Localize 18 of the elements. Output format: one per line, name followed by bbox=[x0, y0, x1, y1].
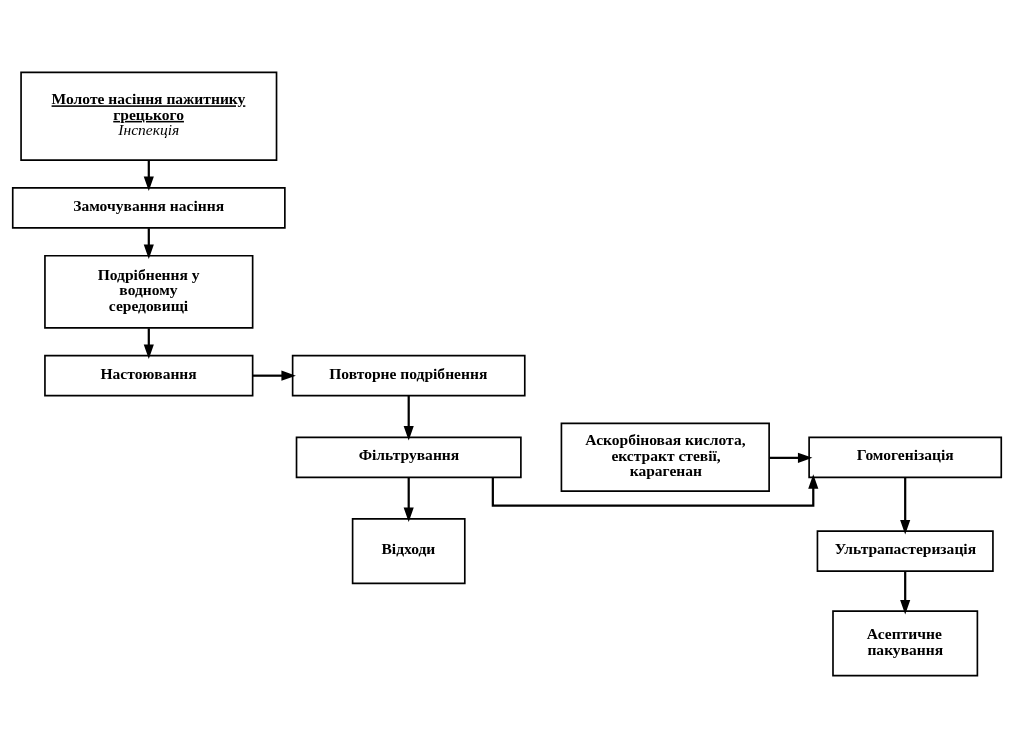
arrow bbox=[403, 395, 414, 440]
arrow bbox=[491, 473, 819, 507]
node-box: Відходи bbox=[351, 517, 466, 584]
node-box: Гомогенізація bbox=[808, 435, 1003, 478]
node-box: Повторне подрібнення bbox=[291, 354, 526, 396]
node-box: Фільтрування bbox=[295, 435, 522, 478]
arrow bbox=[403, 477, 414, 522]
arrow bbox=[900, 477, 911, 534]
arrow bbox=[253, 370, 296, 381]
node-box: Подрібнення у водному середовищі bbox=[44, 254, 254, 329]
node-box: Аскорбіновая кислота, екстракт стевії, карагенан bbox=[560, 422, 770, 492]
node-box: Ультрапастеризація bbox=[816, 529, 994, 572]
arrow bbox=[900, 570, 911, 614]
node-box: Молоте насіння пажитнику грецького Інспекція bbox=[20, 71, 278, 161]
node-box: Замочування насіння bbox=[11, 186, 286, 229]
arrow bbox=[769, 452, 813, 463]
node-box: Настоювання bbox=[44, 354, 254, 396]
node-box: Асептичне пакування bbox=[832, 609, 979, 676]
